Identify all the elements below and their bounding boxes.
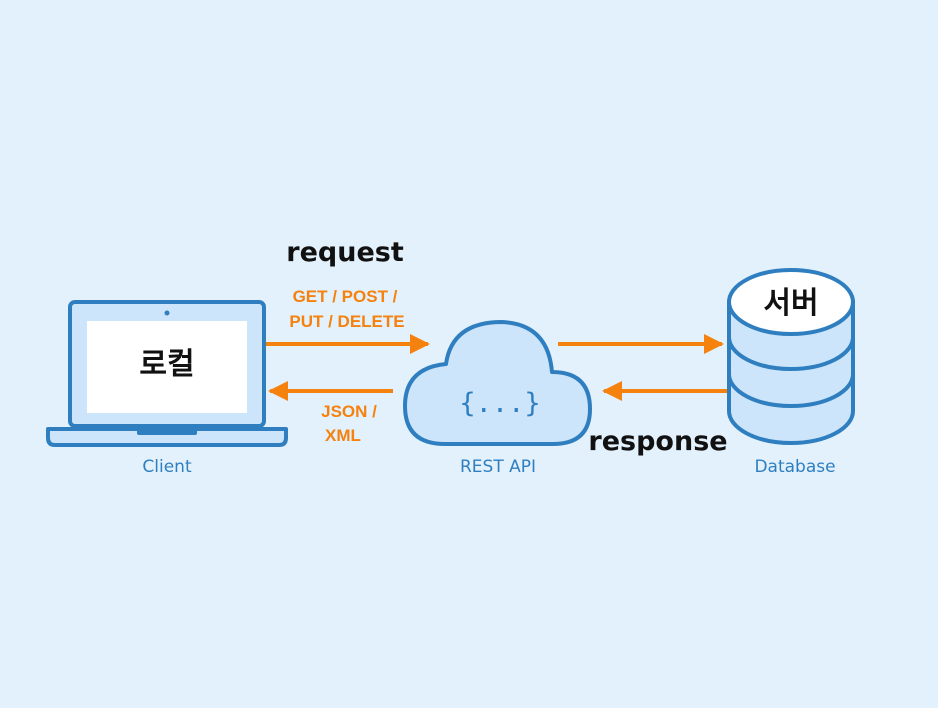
api-braces-text: {...} (459, 388, 540, 419)
laptop-base (46, 427, 288, 447)
laptop-camera (164, 310, 170, 316)
response-label: response (588, 426, 727, 457)
laptop-screen (87, 321, 247, 413)
database-top (727, 268, 855, 336)
client-screen-text: 로컬 (139, 347, 194, 382)
database-icon: 서버 (727, 268, 855, 445)
database-band-2 (727, 373, 855, 408)
cloud-shape (403, 320, 592, 446)
request-label: request (286, 237, 404, 268)
api-caption: REST API (460, 457, 536, 477)
laptop-trackpad-notch (137, 429, 197, 435)
cloud-icon: {...} (403, 320, 592, 446)
request-methods-line-1: GET / POST / (293, 287, 398, 306)
request-methods-line-2: PUT / DELETE (289, 312, 404, 331)
laptop-icon: 로컬 (46, 300, 288, 447)
database-caption: Database (754, 457, 835, 477)
database-band-1 (727, 336, 855, 371)
response-formats-line-1: JSON / (321, 402, 377, 421)
response-formats-line-2: XML (325, 426, 361, 445)
client-caption: Client (142, 457, 192, 477)
database-top-text: 서버 (763, 286, 818, 321)
database-body (727, 300, 855, 445)
